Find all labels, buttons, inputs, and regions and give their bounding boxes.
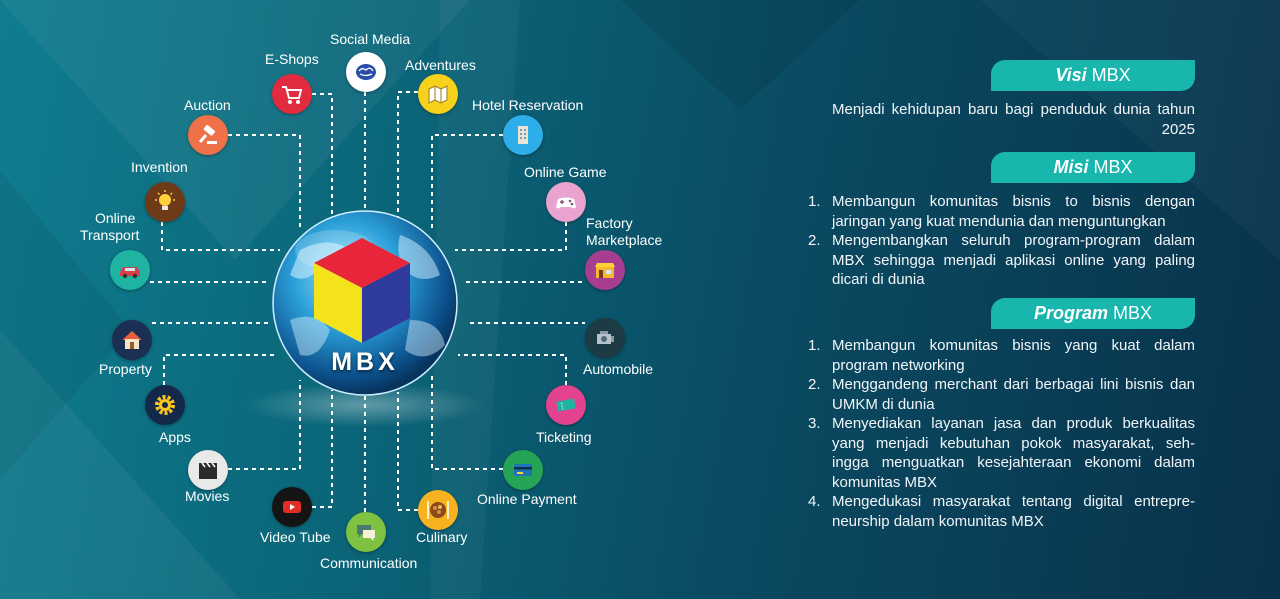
lightbulb-icon[interactable] xyxy=(145,182,185,222)
node-label-e-shops: E-Shops xyxy=(265,51,319,67)
visi-text: Menjadi kehidupan baru bagi penduduk dun… xyxy=(832,101,1195,138)
program-title-rest: MBX xyxy=(1113,303,1153,323)
node-label-invention: Invention xyxy=(131,159,188,175)
node-label-video-tube: Video Tube xyxy=(260,529,331,545)
store-icon[interactable] xyxy=(585,250,625,290)
visi-title-bold: Visi xyxy=(1055,65,1087,85)
node-label-online-transport-line1: Online xyxy=(95,210,136,226)
chat-bubble-icon[interactable] xyxy=(346,512,386,552)
node-label-culinary: Culinary xyxy=(416,529,468,545)
node-label-movies: Movies xyxy=(185,488,230,504)
node-label-factory-marketplace-line2: Marketplace xyxy=(586,232,663,248)
map-icon[interactable] xyxy=(418,74,458,114)
brain-icon[interactable] xyxy=(346,52,386,92)
node-label-adventures: Adventures xyxy=(405,57,476,73)
car-icon[interactable] xyxy=(110,250,150,290)
clapperboard-icon[interactable] xyxy=(188,450,228,490)
program-title-bold: Program xyxy=(1033,303,1108,323)
node-label-online-transport-line2: Transport xyxy=(80,227,140,243)
misi-title-bold: Misi xyxy=(1053,157,1089,177)
car-engine-icon[interactable] xyxy=(585,318,625,358)
shopping-cart-icon[interactable] xyxy=(272,74,312,114)
node-label-property: Property xyxy=(99,361,152,377)
list-item: 1.Membangun komunitas bisnis yang kuat d… xyxy=(808,337,1195,374)
node-label-social-media: Social Media xyxy=(330,31,411,47)
list-item: 1.Membangun komunitas bisnis to bisnis d… xyxy=(808,193,1195,230)
node-label-auction: Auction xyxy=(184,97,231,113)
misi-title-rest: MBX xyxy=(1093,157,1133,177)
credit-card-icon[interactable] xyxy=(503,450,543,490)
visi-title-rest: MBX xyxy=(1091,65,1131,85)
list-item: 4.Mengedukasi masyarakat tentang digital… xyxy=(808,493,1195,530)
list-item: 2.Mengembangkan seluruh program-program … xyxy=(808,232,1195,288)
node-label-communication: Communication xyxy=(320,555,418,571)
node-label-online-game: Online Game xyxy=(524,164,607,180)
node-label-automobile: Automobile xyxy=(583,361,654,377)
house-icon[interactable] xyxy=(112,320,152,360)
gavel-icon[interactable] xyxy=(188,115,228,155)
node-label-hotel-reservation: Hotel Reservation xyxy=(472,97,584,113)
program-list: 1.Membangun komunitas bisnis yang kuat d… xyxy=(808,336,1195,531)
misi-list: 1.Membangun komunitas bisnis to bisnis d… xyxy=(808,192,1195,290)
gamepad-icon[interactable] xyxy=(546,182,586,222)
play-button-icon[interactable] xyxy=(272,487,312,527)
node-label-online-payment: Online Payment xyxy=(477,491,577,507)
ticket-icon[interactable] xyxy=(546,385,586,425)
list-item: 2.Menggandeng merchant dari berbagai lin… xyxy=(808,376,1195,413)
center-label: MBX xyxy=(331,348,399,376)
gear-icon[interactable] xyxy=(145,385,185,425)
node-label-ticketing: Ticketing xyxy=(536,429,592,445)
list-item: 3.Menyediakan layanan jasa dan produk be… xyxy=(808,415,1195,491)
node-label-factory-marketplace-line1: Factory xyxy=(586,215,633,231)
food-icon[interactable] xyxy=(418,490,458,530)
node-label-apps: Apps xyxy=(159,429,191,445)
building-icon[interactable] xyxy=(503,115,543,155)
